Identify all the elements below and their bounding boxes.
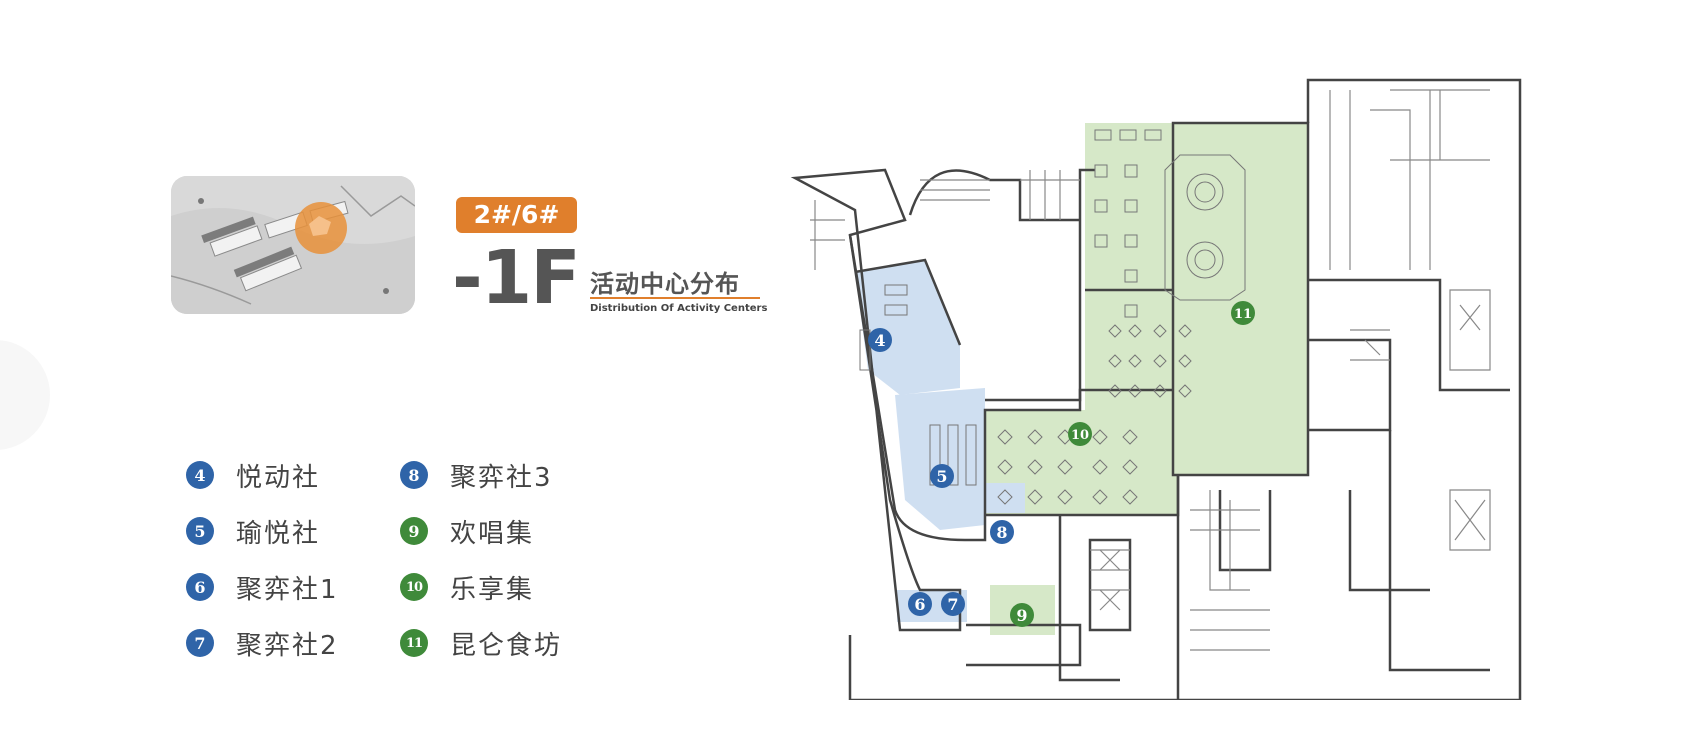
page-subtitle: Distribution Of Activity Centers xyxy=(590,303,768,314)
legend-marker: 10 xyxy=(400,573,428,601)
svg-text:8: 8 xyxy=(996,523,1007,542)
svg-text:6: 6 xyxy=(914,595,925,614)
floor-plan: 4 5 6 7 8 9 10 11 xyxy=(790,70,1540,700)
legend-label: 乐享集 xyxy=(450,574,535,605)
legend-marker: 11 xyxy=(400,629,428,657)
legend-item: 7 聚弈社2 xyxy=(186,626,339,661)
legend-item: 11 昆仑食坊 xyxy=(400,626,563,661)
plan-marker-10: 10 xyxy=(1068,422,1092,446)
svg-text:11: 11 xyxy=(1234,307,1252,322)
zone-blue-8 xyxy=(985,483,1025,513)
decorative-circle xyxy=(0,340,50,450)
legend-label: 欢唱集 xyxy=(450,518,535,549)
site-thumbnail xyxy=(171,176,415,314)
legend-label: 瑜悦社 xyxy=(236,518,321,549)
legend-item: 10 乐享集 xyxy=(400,570,535,605)
building-badge: 2#/6# xyxy=(456,197,577,233)
legend-marker: 5 xyxy=(186,517,214,545)
legend-marker: 6 xyxy=(186,573,214,601)
legend-item: 9 欢唱集 xyxy=(400,514,535,549)
legend-item: 8 聚弈社3 xyxy=(400,458,553,493)
svg-text:10: 10 xyxy=(1071,428,1089,443)
title-underline xyxy=(590,297,760,299)
floor-label: -1F xyxy=(452,235,581,321)
legend-marker: 8 xyxy=(400,461,428,489)
plan-marker-6: 6 xyxy=(908,592,932,616)
legend-marker: 9 xyxy=(400,517,428,545)
legend-label: 聚弈社2 xyxy=(236,630,339,661)
legend-marker: 4 xyxy=(186,461,214,489)
legend-marker: 7 xyxy=(186,629,214,657)
legend: 4 悦动社 5 瑜悦社 6 聚弈社1 7 聚弈社2 8 聚弈社3 9 欢唱集 1… xyxy=(186,458,606,668)
page-title: 活动中心分布 xyxy=(590,270,740,298)
plan-marker-8: 8 xyxy=(990,520,1014,544)
legend-label: 昆仑食坊 xyxy=(450,630,563,661)
plan-marker-4: 4 xyxy=(868,328,892,352)
legend-item: 4 悦动社 xyxy=(186,458,321,493)
svg-text:7: 7 xyxy=(947,595,958,614)
plan-marker-7: 7 xyxy=(941,592,965,616)
legend-label: 悦动社 xyxy=(236,462,321,493)
legend-item: 5 瑜悦社 xyxy=(186,514,321,549)
svg-text:4: 4 xyxy=(874,331,885,350)
plan-detail-lines xyxy=(810,89,1491,651)
legend-label: 聚弈社3 xyxy=(450,462,553,493)
furniture xyxy=(859,129,1246,505)
legend-label: 聚弈社1 xyxy=(236,574,339,605)
zone-blue-4 xyxy=(855,260,960,395)
svg-text:9: 9 xyxy=(1016,606,1027,625)
zone-green-10 xyxy=(985,410,1178,515)
plan-marker-11: 11 xyxy=(1231,301,1255,325)
svg-text:5: 5 xyxy=(936,467,947,486)
legend-item: 6 聚弈社1 xyxy=(186,570,339,605)
plan-marker-5: 5 xyxy=(930,464,954,488)
plan-marker-9: 9 xyxy=(1010,603,1034,627)
